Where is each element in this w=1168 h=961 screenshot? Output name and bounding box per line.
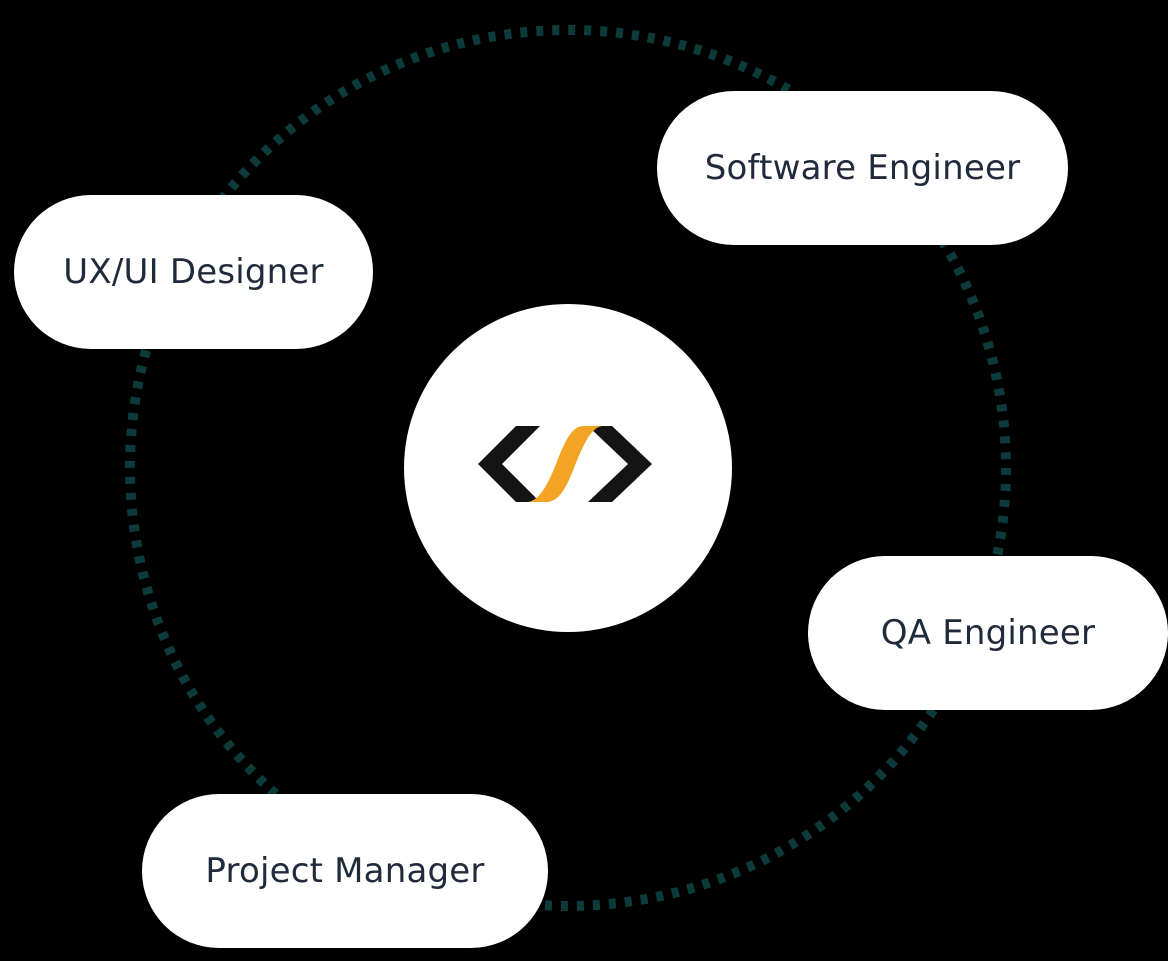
role-pill-qa-engineer: QA Engineer [808,556,1168,710]
role-label: Project Manager [205,851,485,891]
center-logo-badge [404,304,732,632]
role-label: UX/UI Designer [63,252,324,292]
role-pill-project-manager: Project Manager [142,794,548,948]
role-pill-ux-ui-designer: UX/UI Designer [14,195,373,349]
role-pill-software-engineer: Software Engineer [657,91,1068,245]
code-brackets-logo-icon [478,426,652,502]
role-label: QA Engineer [880,613,1096,653]
role-label: Software Engineer [704,148,1021,188]
